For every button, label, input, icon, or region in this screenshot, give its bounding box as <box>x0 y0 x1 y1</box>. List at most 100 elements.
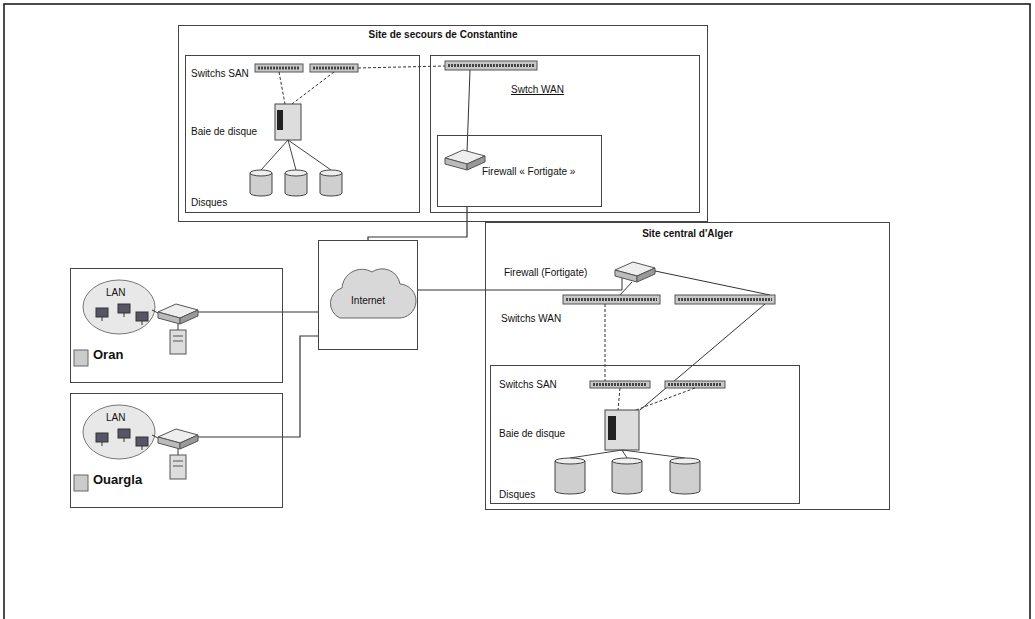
firewall-symbol <box>158 437 180 449</box>
branch-box: LAN Oran <box>70 268 283 383</box>
part-label: Switchs SAN <box>499 379 557 391</box>
disk-link <box>261 140 288 170</box>
branch-wire <box>198 437 282 438</box>
part-label: Disques <box>191 197 227 209</box>
part-label: Switchs WAN <box>501 313 561 325</box>
san-link <box>292 72 334 104</box>
wan-link <box>467 70 470 152</box>
disk-link <box>622 450 685 458</box>
computer-symbol <box>136 312 148 321</box>
server-link <box>178 449 179 455</box>
internet-box: Internet <box>318 240 418 350</box>
server-slot <box>173 341 183 342</box>
switch-ports <box>313 67 355 70</box>
disk-top <box>555 458 585 464</box>
site-box: Site de secours de ConstantineSwitchs SA… <box>178 25 708 222</box>
disk-top <box>320 170 342 176</box>
switch-body <box>563 295 660 304</box>
site-wire <box>485 290 622 291</box>
wan-link <box>655 271 770 295</box>
disk-symbol <box>670 461 700 494</box>
switch-body <box>665 381 725 388</box>
branch-box: LANOuargla <box>70 393 283 508</box>
san-link <box>605 304 606 381</box>
disk-top <box>670 458 700 464</box>
server-symbol <box>74 475 88 491</box>
disk-link <box>570 450 622 458</box>
zone-box: Switchs SAN Baie de disqueDisques <box>185 55 420 213</box>
switch-body <box>590 381 650 388</box>
site-box: Site central d'AlgerFirewall (Fortigate)… <box>485 222 890 510</box>
disk-top <box>250 170 272 176</box>
site-title: Site de secours de Constantine <box>369 29 518 41</box>
computer-stand <box>142 446 143 450</box>
lan-link <box>152 435 158 438</box>
disk-array-front <box>608 416 616 440</box>
lan-label: LAN <box>106 287 125 299</box>
connector-group <box>283 207 485 437</box>
server-slot <box>173 461 183 462</box>
site-title: Site central d'Alger <box>642 228 733 240</box>
server-link <box>178 324 179 330</box>
disk-link <box>622 450 627 458</box>
san-link <box>279 72 285 104</box>
firewall-symbol <box>615 270 637 282</box>
internet-cloud <box>330 269 416 318</box>
lan-cloud <box>83 280 155 334</box>
switch-ports <box>258 67 300 70</box>
server-slot <box>173 336 183 337</box>
network-link <box>283 336 318 437</box>
page-frame <box>4 4 1030 619</box>
part-label: Firewall (Fortigate) <box>504 267 587 279</box>
server-slot <box>173 466 183 467</box>
part-label: Baie de disque <box>191 126 257 138</box>
switch-ports <box>593 383 647 386</box>
firewall-symbol <box>637 268 655 282</box>
network-link <box>418 289 485 290</box>
site-wire <box>622 278 623 290</box>
switch-body <box>445 61 537 70</box>
computer-stand <box>142 321 143 325</box>
computer-stand <box>124 313 125 317</box>
switch-body <box>675 295 775 304</box>
switch-ports <box>566 298 657 301</box>
branch-name: Oran <box>93 347 123 363</box>
server-symbol <box>170 455 186 479</box>
switch-ports <box>448 64 534 67</box>
computer-stand <box>102 442 103 446</box>
disk-top <box>612 458 642 464</box>
firewall-symbol <box>180 435 198 449</box>
computer-stand <box>102 317 103 321</box>
disk-symbol <box>612 461 642 494</box>
part-label: Swtch WAN <box>511 84 564 96</box>
disk-top <box>285 170 307 176</box>
san-link <box>640 304 765 410</box>
switch-ports <box>678 298 772 301</box>
zone-box: Switchs SANBaie de disqueDisques <box>490 365 800 504</box>
firewall-symbol <box>180 310 198 324</box>
firewall-box: Firewall « Fortigate » <box>437 135 602 207</box>
wan-link <box>620 282 632 295</box>
disk-array <box>275 104 301 140</box>
disk-link <box>288 140 331 170</box>
part-label: Disques <box>499 489 535 501</box>
firewall-symbol <box>158 312 180 324</box>
lan-cloud <box>83 405 155 459</box>
server-symbol <box>74 350 88 366</box>
switch-ports <box>668 383 722 386</box>
server-symbol <box>170 330 186 354</box>
lan-link <box>152 310 158 313</box>
branch-wire <box>198 312 282 313</box>
san-link <box>636 388 695 410</box>
lan-label: LAN <box>106 412 125 424</box>
computer-symbol <box>118 429 130 438</box>
computer-symbol <box>96 308 108 317</box>
computer-symbol <box>96 433 108 442</box>
computer-symbol <box>118 304 130 313</box>
part-label: Firewall « Fortigate » <box>482 166 575 178</box>
part-label: Switchs SAN <box>191 68 249 80</box>
computer-stand <box>124 438 125 442</box>
switch-body <box>310 64 358 72</box>
wan-link <box>358 66 445 68</box>
